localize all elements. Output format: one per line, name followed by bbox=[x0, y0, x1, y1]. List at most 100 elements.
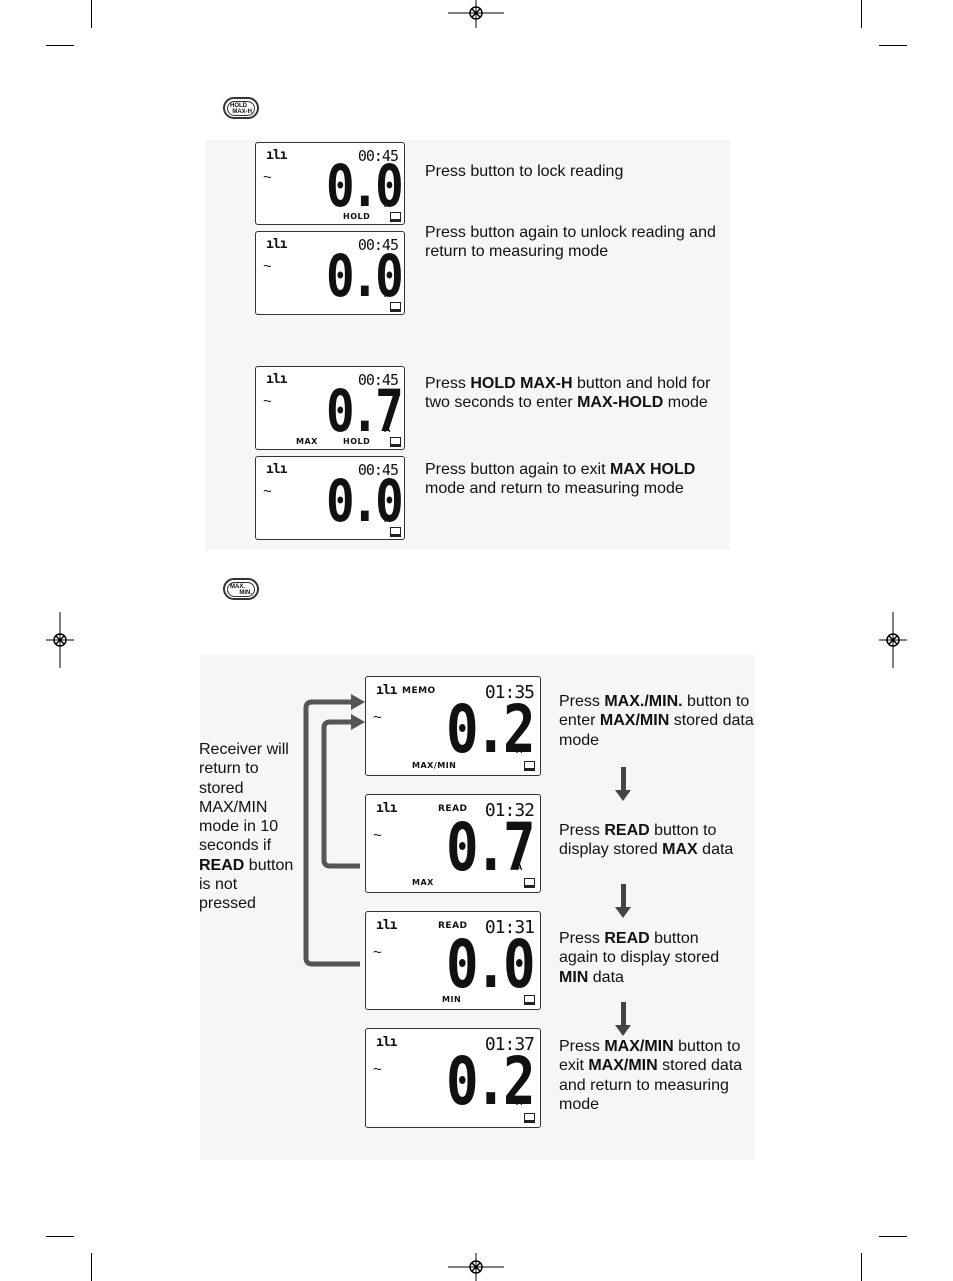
lcd-label-read: READ bbox=[438, 921, 468, 931]
text-segment: Press bbox=[559, 1038, 605, 1055]
lcd-time: 01:37 bbox=[484, 1034, 535, 1055]
text-segment: Press bbox=[425, 375, 471, 392]
signal-icon: ılı bbox=[376, 683, 398, 698]
lcd-unit: A bbox=[384, 199, 391, 209]
text-segment: Press bbox=[559, 693, 605, 710]
text-segment: stored data mode bbox=[559, 712, 754, 749]
text-segment: READ bbox=[604, 822, 650, 839]
battery-icon bbox=[524, 761, 535, 771]
button-icon-line1: MAX. bbox=[230, 583, 245, 590]
lcd-tag-hold: HOLD bbox=[343, 437, 371, 446]
lcd-tag-hold: HOLD bbox=[343, 212, 371, 221]
lcd-screen-hold-4: ılı 00:45 ~ 0.0 A bbox=[255, 456, 405, 540]
registration-mark-left bbox=[46, 612, 74, 668]
signal-icon: ılı bbox=[376, 801, 398, 816]
battery-icon bbox=[390, 437, 401, 447]
lcd-reading: 0.0 bbox=[326, 467, 404, 535]
ac-icon: ~ bbox=[373, 827, 382, 844]
lcd-reading: 0.0 bbox=[326, 242, 404, 310]
text-segment: MAX HOLD bbox=[610, 461, 696, 478]
battery-icon bbox=[524, 995, 535, 1005]
down-arrow-icon bbox=[615, 767, 631, 801]
text-segment: button is not pressed bbox=[199, 856, 294, 913]
lcd-unit: A bbox=[384, 289, 391, 299]
text-segment: button and hold for two seconds to enter bbox=[425, 375, 711, 412]
text-segment: Receiver will return to stored MAX/MIN m… bbox=[199, 741, 289, 855]
text-segment: MAX/MIN bbox=[604, 1038, 674, 1055]
text-segment: HOLD MAX-H bbox=[470, 375, 573, 392]
text-segment: Press button again to unlock reading and… bbox=[425, 224, 716, 261]
lcd-screen-maxmin-3: ılı READ 01:31 ~ 0.0 A MIN bbox=[365, 911, 541, 1010]
lcd-screen-maxmin-4: ılı 01:37 ~ 0.2 A bbox=[365, 1028, 541, 1128]
ac-icon: ~ bbox=[263, 169, 272, 186]
button-icon-line1: HOLD bbox=[230, 102, 247, 109]
signal-icon: ılı bbox=[266, 148, 288, 163]
lcd-unit: A bbox=[516, 745, 523, 755]
maxmin-description-4: Press MAX/MIN button to exit MAX/MIN sto… bbox=[559, 1037, 749, 1114]
battery-icon bbox=[390, 527, 401, 537]
text-segment: button to display stored bbox=[559, 822, 717, 859]
lcd-time: 00:45 bbox=[357, 371, 399, 389]
text-segment: Press bbox=[559, 822, 605, 839]
ac-icon: ~ bbox=[373, 709, 382, 726]
text-segment: MAX/MIN bbox=[588, 1057, 658, 1075]
lcd-time: 01:32 bbox=[484, 800, 535, 821]
registration-mark-bottom bbox=[448, 1253, 504, 1281]
lcd-unit: A bbox=[516, 1097, 523, 1107]
lcd-reading: 0.7 bbox=[446, 809, 536, 886]
lcd-reading: 0.0 bbox=[446, 926, 536, 1003]
down-arrow-icon bbox=[615, 884, 631, 918]
text-segment: Press button again to exit bbox=[425, 461, 610, 478]
battery-icon bbox=[524, 878, 535, 888]
signal-icon: ılı bbox=[266, 237, 288, 252]
maxmin-description-2: Press READ button to display stored MAX … bbox=[559, 821, 754, 860]
registration-mark-right bbox=[879, 612, 907, 668]
text-segment: button to enter bbox=[559, 693, 750, 730]
lcd-reading: 0.2 bbox=[446, 1043, 536, 1120]
ac-icon: ~ bbox=[263, 258, 272, 275]
max-min-button-icon: MAX.MIN. bbox=[223, 578, 259, 600]
lcd-time: 00:45 bbox=[357, 236, 399, 254]
lcd-unit: A bbox=[384, 424, 391, 434]
lcd-tag-min: MIN bbox=[442, 995, 462, 1004]
lcd-label-read: READ bbox=[438, 804, 468, 814]
button-icon-line2: MIN. bbox=[239, 589, 252, 596]
text-segment: button to exit bbox=[559, 1038, 741, 1075]
lcd-time: 01:31 bbox=[484, 917, 535, 938]
lcd-time: 01:35 bbox=[484, 682, 535, 703]
lcd-tag-max: MAX bbox=[296, 437, 318, 446]
battery-icon bbox=[390, 212, 401, 222]
signal-icon: ılı bbox=[266, 372, 288, 387]
lcd-screen-hold-1: ılı 00:45 ~ 0.0 A HOLD bbox=[255, 142, 405, 225]
hold-description-3: Press HOLD MAX-H button and hold for two… bbox=[425, 374, 725, 413]
lcd-time: 00:45 bbox=[357, 147, 399, 165]
lcd-reading: 0.7 bbox=[326, 377, 404, 445]
text-segment: MAX/MIN bbox=[599, 712, 670, 730]
signal-icon: ılı bbox=[376, 1035, 398, 1050]
ac-icon: ~ bbox=[263, 483, 272, 500]
ac-icon: ~ bbox=[373, 1061, 382, 1078]
lcd-unit: A bbox=[516, 979, 523, 989]
text-segment: mode bbox=[663, 394, 708, 412]
text-segment: MAX-HOLD bbox=[577, 394, 664, 412]
lcd-time: 00:45 bbox=[357, 461, 399, 479]
text-segment: data bbox=[697, 841, 734, 859]
lcd-reading: 0.2 bbox=[446, 691, 536, 768]
return-arrows bbox=[303, 694, 365, 967]
text-segment: data bbox=[588, 968, 624, 986]
lcd-screen-maxmin-2: ılı READ 01:32 ~ 0.7 A MAX bbox=[365, 794, 541, 893]
signal-icon: ılı bbox=[376, 918, 398, 933]
lcd-tag-max: MAX bbox=[412, 878, 434, 887]
hold-description-1: Press button to lock reading bbox=[425, 162, 725, 181]
maxmin-description-3: Press READ button again to display store… bbox=[559, 929, 739, 987]
text-segment: Press button to lock reading bbox=[425, 163, 624, 180]
text-segment: MAX bbox=[662, 841, 698, 859]
signal-icon: ılı bbox=[266, 462, 288, 477]
text-segment: READ bbox=[199, 856, 245, 874]
registration-mark-top bbox=[448, 0, 504, 28]
lcd-unit: A bbox=[384, 514, 391, 524]
lcd-tag-maxmin: MAX/MIN bbox=[412, 761, 457, 770]
return-note: Receiver will return to stored MAX/MIN m… bbox=[199, 740, 294, 914]
lcd-screen-hold-2: ılı 00:45 ~ 0.0 A bbox=[255, 231, 405, 315]
